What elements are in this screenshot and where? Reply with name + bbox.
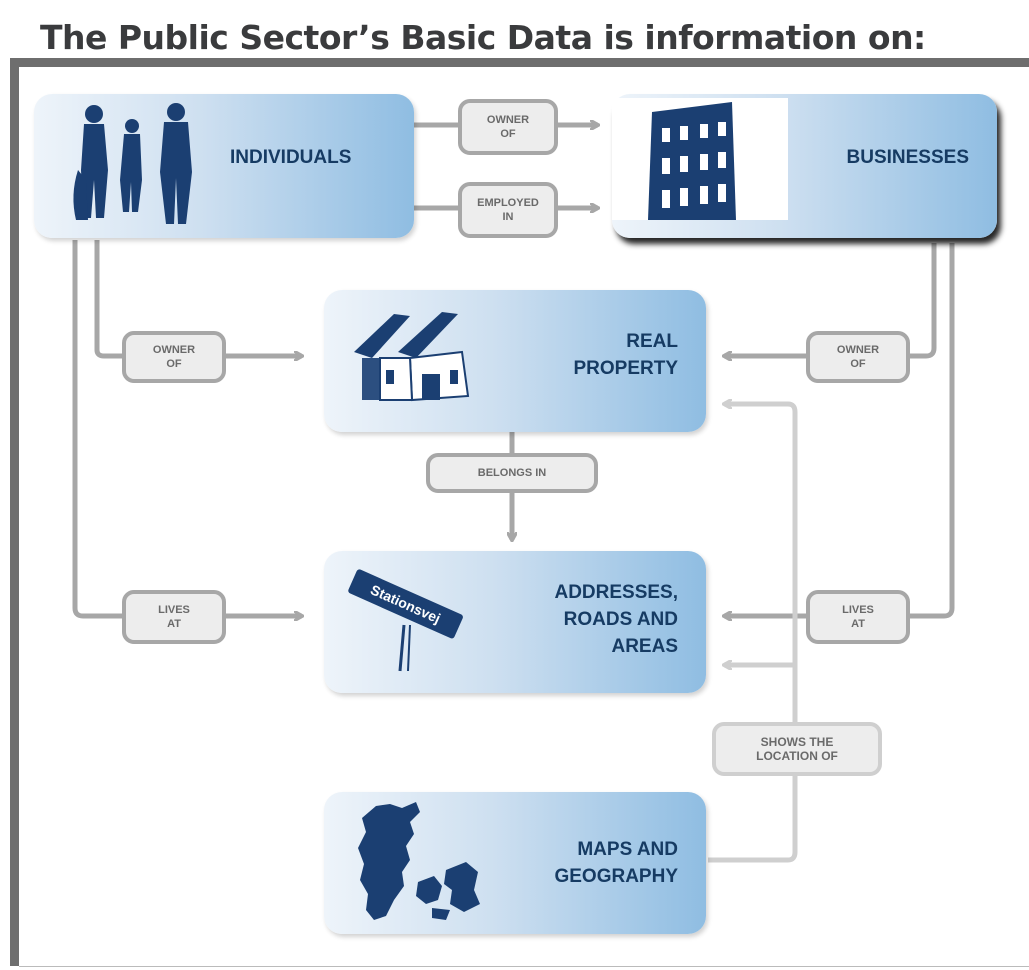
node-maps: MAPS AND GEOGRAPHY — [324, 792, 706, 934]
house-icon — [354, 312, 470, 402]
connector-lives-at-left — [72, 240, 302, 616]
connector-shows-location — [708, 404, 798, 863]
connector-owner-of-right — [724, 243, 937, 356]
edge-lives-at-right: LIVES AT — [806, 590, 910, 644]
node-businesses-label: BUSINESSES — [846, 147, 969, 168]
street-sign-icon: Stationsvej — [348, 569, 463, 672]
node-maps-label: MAPS AND GEOGRAPHY — [554, 839, 678, 887]
edge-employed-in: EMPLOYED IN — [458, 182, 558, 238]
connector-lives-at-right — [724, 243, 955, 616]
node-businesses: BUSINESSES — [612, 94, 997, 238]
edge-owner-of-right: OWNER OF — [806, 331, 910, 383]
node-individuals-label: INDIVIDUALS — [230, 147, 352, 168]
page-title: The Public Sector’s Basic Data is inform… — [40, 18, 926, 57]
edge-owner-of-top: OWNER OF — [458, 99, 558, 155]
denmark-map-icon — [358, 802, 480, 920]
edge-shows-location: SHOWS THE LOCATION OF — [712, 722, 882, 776]
edge-lives-at-left: LIVES AT — [122, 590, 226, 644]
node-real-property-label: REAL PROPERTY — [573, 331, 678, 379]
people-icon — [73, 103, 192, 224]
frame-bottom-divider — [19, 966, 1029, 967]
node-addresses-label: ADDRESSES, ROADS AND AREAS — [554, 582, 678, 657]
node-real-property: REAL PROPERTY — [324, 290, 706, 432]
connector-owner-of-left — [94, 240, 302, 356]
edge-owner-of-left: OWNER OF — [122, 331, 226, 383]
node-addresses: Stationsvej ADDRESSES, ROADS AND AREAS — [324, 551, 706, 693]
building-icon — [612, 98, 788, 220]
node-individuals: INDIVIDUALS — [34, 94, 414, 238]
edge-belongs-in: BELONGS IN — [426, 453, 598, 493]
